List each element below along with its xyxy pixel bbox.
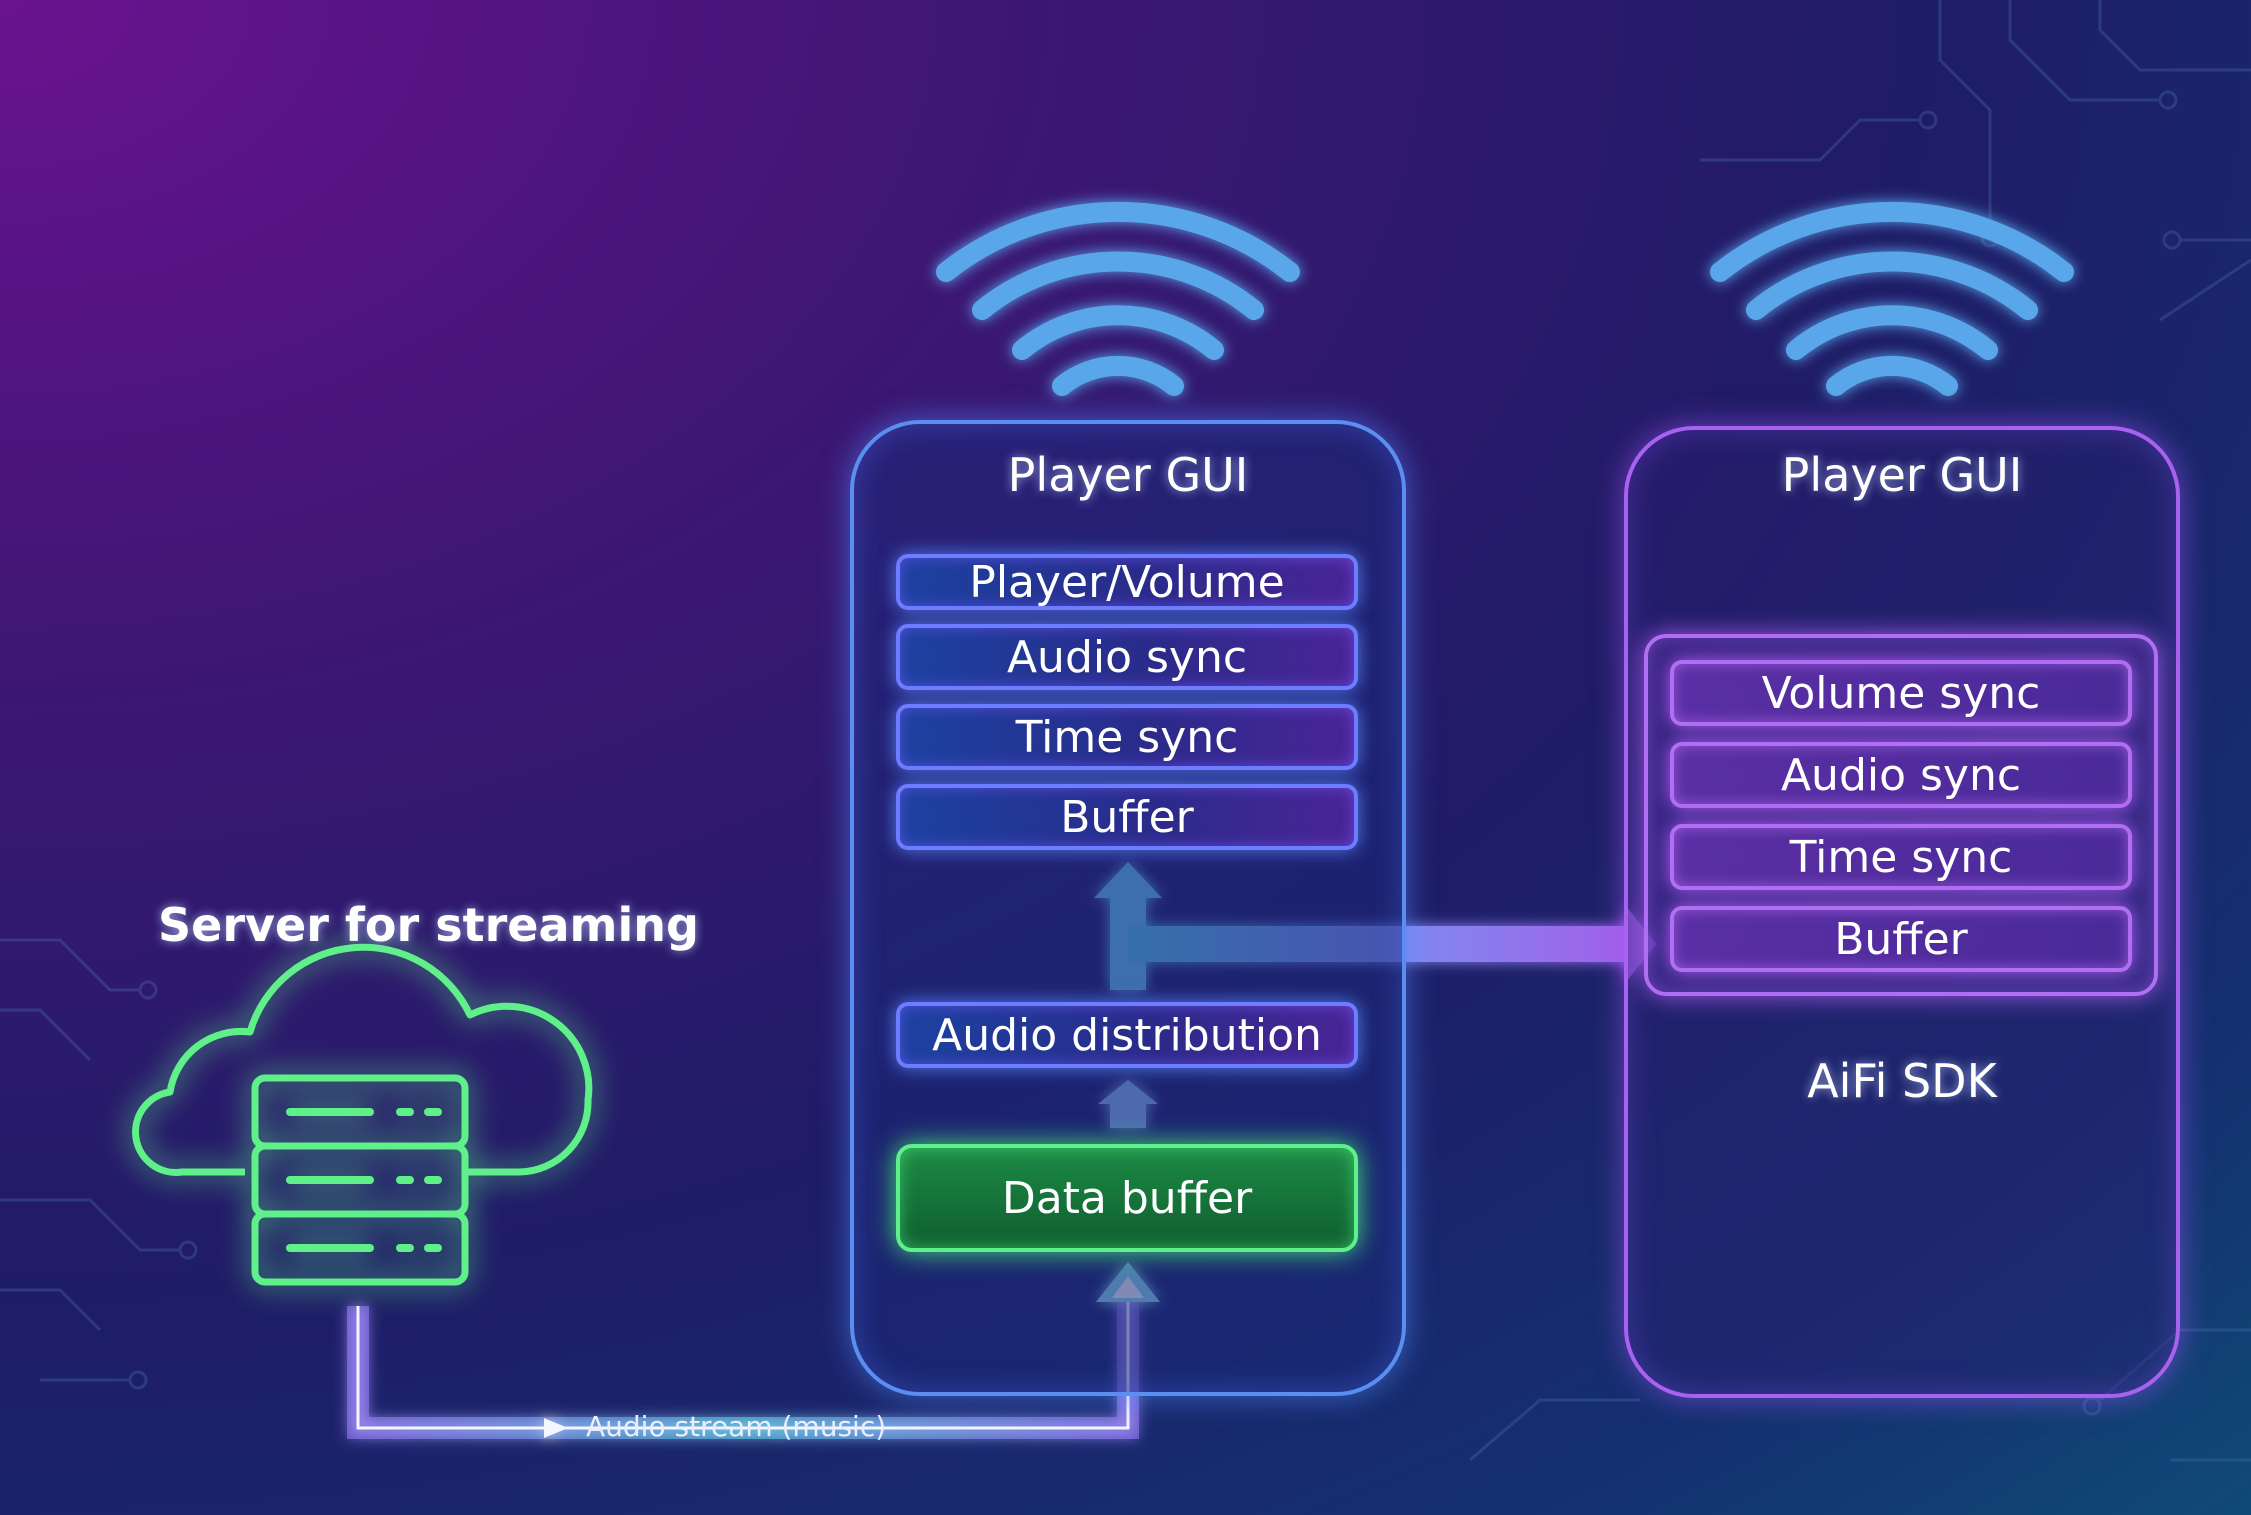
aifi-sdk-label: AiFi SDK: [1807, 1054, 1997, 1108]
wifi-icon-right: [1710, 201, 2074, 396]
block-volume-sync: Volume sync: [1670, 660, 2132, 726]
block-buffer-right: Buffer: [1670, 906, 2132, 972]
circuit-decoration: [0, 0, 2251, 1462]
block-audio-sync-right: Audio sync: [1670, 742, 2132, 808]
block-data-buffer: Data buffer: [896, 1144, 1358, 1252]
block-buffer-left: Buffer: [896, 784, 1358, 850]
block-audio-distribution: Audio distribution: [896, 1002, 1358, 1068]
player-left-title: Player GUI: [1007, 448, 1249, 502]
wifi-icon-left: [936, 201, 1300, 396]
block-audio-sync-left: Audio sync: [896, 624, 1358, 690]
cloud-server-icon: [132, 943, 593, 1286]
block-time-sync-left: Time sync: [896, 704, 1358, 770]
audio-stream-label: Audio stream (music): [586, 1410, 887, 1443]
block-time-sync-right: Time sync: [1670, 824, 2132, 890]
block-player-volume: Player/Volume: [896, 554, 1358, 610]
stream-arrowhead: [544, 1418, 568, 1438]
server-title: Server for streaming: [158, 898, 699, 952]
player-right-title: Player GUI: [1781, 448, 2023, 502]
